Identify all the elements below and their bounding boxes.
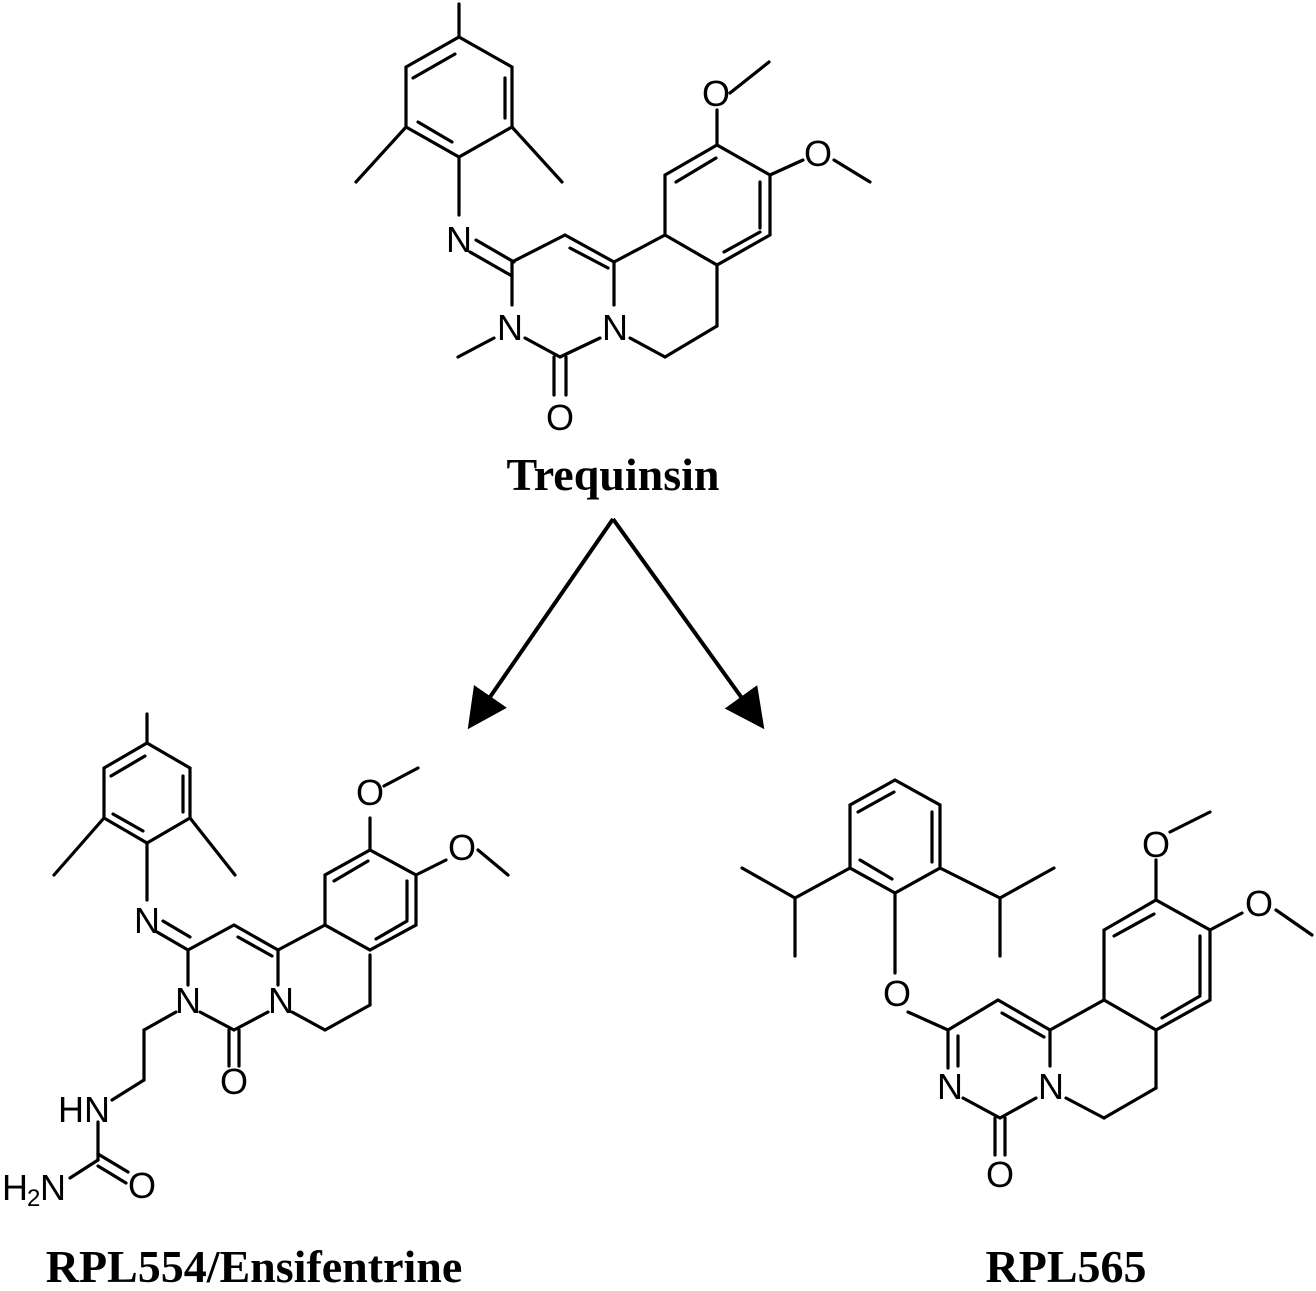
methoxy-o1-label: O [702,73,730,114]
imine-n-label: N [446,219,472,260]
methoxy-o2-label: O [1245,883,1273,924]
n3-label: N [937,1066,963,1107]
arrow-left [467,517,615,730]
ether-o-label: O [883,973,911,1014]
n5-label: N [602,307,628,348]
ensifentrine-structure: N N N O O O HN O H 2 N [2,712,510,1212]
amine-subscript-label: 2 [27,1185,40,1212]
methoxy-o1-label: O [356,772,384,813]
n3-label: N [497,307,523,348]
methoxy-o2-label: O [448,827,476,868]
carbonyl-o-label: O [986,1154,1014,1195]
methoxy-o1-label: O [1142,824,1170,865]
amine-n-label: N [40,1167,66,1208]
arrow-right [611,517,765,730]
urea-nh-label: HN [58,1089,110,1130]
carbonyl-o-label: O [220,1061,248,1102]
urea-o-label: O [128,1165,156,1206]
caption-ensifentrine: RPL554/Ensifentrine [46,1241,463,1286]
caption-rpl565: RPL565 [986,1241,1147,1286]
n5-label: N [268,980,294,1021]
methoxy-o2-label: O [804,133,832,174]
n5-label: N [1038,1066,1064,1107]
trequinsin-structure: N N N O O O [354,2,872,438]
carbonyl-o-label: O [546,397,574,438]
n3-label: N [175,980,201,1021]
amine-h-label: H [2,1167,28,1208]
rpl565-structure: O N N O O O [740,778,1314,1195]
imine-n-label: N [134,900,160,941]
caption-trequinsin: Trequinsin [506,449,719,500]
